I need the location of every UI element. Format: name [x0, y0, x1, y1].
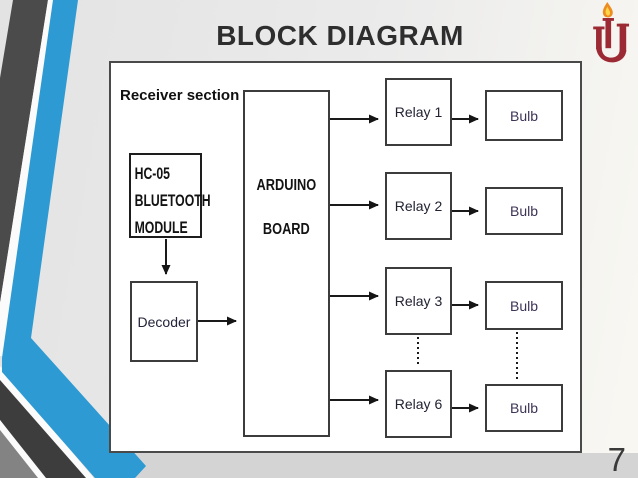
- node-bulb-3: Bulb: [485, 281, 563, 330]
- node-bulb-1: Bulb: [485, 90, 563, 141]
- hc05-line2: BLUETOOTH: [134, 191, 211, 210]
- block-diagram-panel: Receiver section HC-05 BLUETOOTH MODULE: [109, 61, 582, 453]
- slide-title: BLOCK DIAGRAM: [216, 20, 464, 51]
- node-decoder: Decoder: [130, 281, 198, 362]
- relay-2-label: Relay 2: [394, 198, 443, 214]
- bulb-3-label: Bulb: [509, 297, 539, 314]
- node-hc05-bluetooth-module: HC-05 BLUETOOTH MODULE: [129, 153, 211, 238]
- university-torch-logo: [593, 2, 630, 63]
- node-bulb-4: Bulb: [485, 384, 563, 432]
- bulb-1-label: Bulb: [509, 107, 539, 124]
- arduino-line1: ARDUINO: [256, 177, 317, 194]
- stripe-dark-top: [0, 0, 48, 303]
- bulb-4-label: Bulb: [509, 400, 539, 416]
- node-relay-6: Relay 6: [385, 370, 452, 438]
- logo-u-glyph: [593, 18, 630, 63]
- footer-band: [0, 453, 638, 478]
- hc05-line1: HC-05: [134, 164, 170, 183]
- relay-6-label: Relay 6: [394, 396, 443, 412]
- node-relay-3: Relay 3: [385, 267, 452, 335]
- bulb-2-label: Bulb: [509, 203, 539, 219]
- receiver-section-label: Receiver section: [120, 87, 240, 104]
- stripe-white-gap-top: [0, 0, 56, 356]
- node-relay-2: Relay 2: [385, 172, 452, 240]
- page-number: 7: [607, 440, 626, 478]
- node-relay-1: Relay 1: [385, 78, 452, 146]
- relay-1-label: Relay 1: [394, 104, 443, 120]
- decoder-label: Decoder: [137, 313, 191, 330]
- arduino-line2: BOARD: [263, 221, 310, 238]
- logo-flame-inner: [605, 6, 611, 16]
- node-arduino-board: ARDUINO BOARD: [243, 90, 330, 437]
- hc05-line3: MODULE: [134, 218, 188, 237]
- connector-arrows: [161, 114, 518, 413]
- node-bulb-2: Bulb: [485, 187, 563, 235]
- relay-3-label: Relay 3: [394, 293, 443, 309]
